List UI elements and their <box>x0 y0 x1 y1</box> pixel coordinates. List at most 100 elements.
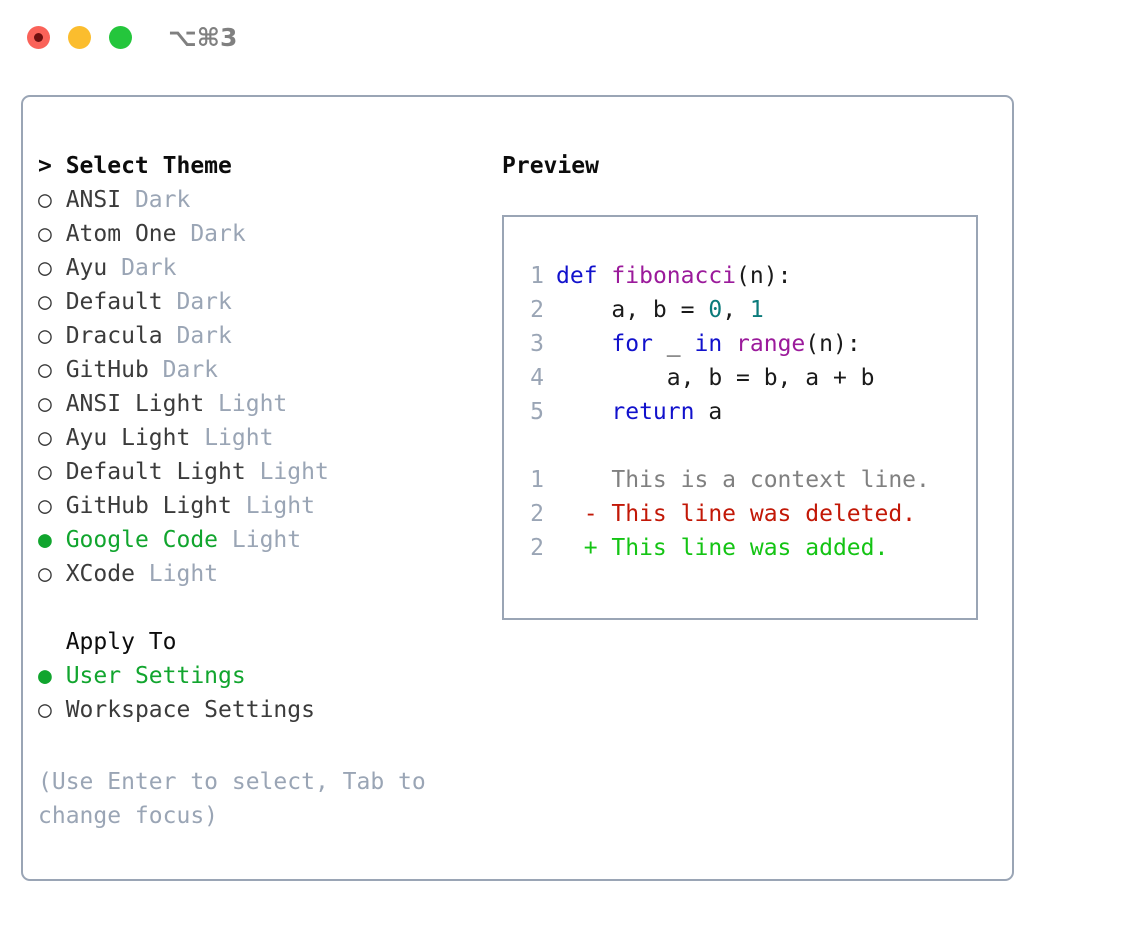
option-label: Default <box>51 289 163 315</box>
section-spacer <box>38 591 498 625</box>
theme-option-github-light[interactable]: ○ GitHub Light Light <box>38 489 498 523</box>
code-token: return <box>611 399 695 425</box>
line-number: 2 <box>530 535 544 561</box>
theme-option-ansi[interactable]: ○ ANSI Dark <box>38 183 498 217</box>
apply-option-user-settings[interactable]: ● User Settings <box>38 659 498 693</box>
close-button[interactable] <box>27 26 50 49</box>
code-token: def <box>556 263 598 289</box>
radio-unselected-icon: ○ <box>38 391 52 417</box>
theme-option-ayu-light[interactable]: ○ Ayu Light Light <box>38 421 498 455</box>
theme-option-list: ○ ANSI Dark○ Atom One Dark○ Ayu Dark○ De… <box>38 183 498 591</box>
theme-option-google-code[interactable]: ● Google Code Light <box>38 523 498 557</box>
option-kind-badge: Light <box>190 425 274 451</box>
code-diff-spacer <box>504 429 976 463</box>
theme-option-ayu[interactable]: ○ Ayu Dark <box>38 251 498 285</box>
diff-line-text: + This line was added. <box>556 535 889 561</box>
option-label: GitHub <box>51 357 149 383</box>
code-token: a <box>694 399 723 425</box>
option-label: User Settings <box>51 663 246 689</box>
apply-option-workspace-settings[interactable]: ○ Workspace Settings <box>38 693 498 727</box>
option-kind-badge: Dark <box>148 357 219 383</box>
preview-title: Preview <box>502 153 599 179</box>
radio-selected-icon: ● <box>38 527 52 553</box>
theme-option-default-light[interactable]: ○ Default Light Light <box>38 455 498 489</box>
option-label: Atom One <box>51 221 177 247</box>
radio-unselected-icon: ○ <box>38 289 52 315</box>
main-panel: > Select Theme ○ ANSI Dark○ Atom One Dar… <box>21 95 1014 881</box>
theme-option-default[interactable]: ○ Default Dark <box>38 285 498 319</box>
code-token: for <box>611 331 653 357</box>
code-token: (n): <box>805 331 861 357</box>
code-token: (n): <box>736 263 792 289</box>
theme-option-ansi-light[interactable]: ○ ANSI Light Light <box>38 387 498 421</box>
code-token: _ <box>652 331 695 357</box>
radio-unselected-icon: ○ <box>38 323 52 349</box>
code-line: 4 a, b = b, a + b <box>504 361 976 395</box>
diff-line: 1 This is a context line. <box>504 463 976 497</box>
apply-to-header: Apply To <box>38 629 177 655</box>
keyboard-hint-text: (Use Enter to select, Tab to change focu… <box>38 769 440 829</box>
line-number: 2 <box>530 501 544 527</box>
code-line: 1 def fibonacci(n): <box>504 259 976 293</box>
panel-columns: > Select Theme ○ ANSI Dark○ Atom One Dar… <box>23 97 1012 879</box>
option-label: Ayu Light <box>51 425 191 451</box>
theme-option-xcode[interactable]: ○ XCode Light <box>38 557 498 591</box>
line-number: 1 <box>530 263 544 289</box>
option-kind-badge: Dark <box>176 221 246 247</box>
code-token: in <box>694 331 723 357</box>
diff-line: 2 - This line was deleted. <box>504 497 976 531</box>
option-kind-badge: Light <box>231 493 315 519</box>
code-token: 1 <box>749 297 764 323</box>
line-number: 2 <box>530 297 544 323</box>
line-number: 1 <box>530 467 544 493</box>
traffic-light-buttons <box>27 26 132 49</box>
radio-unselected-icon: ○ <box>38 425 52 451</box>
option-kind-badge: Light <box>218 527 302 553</box>
option-kind-badge: Dark <box>121 187 191 213</box>
keyboard-shortcut-label: ⌥⌘3 <box>168 23 238 52</box>
radio-unselected-icon: ○ <box>38 357 52 383</box>
code-token: 0 <box>708 297 723 323</box>
radio-unselected-icon: ○ <box>38 221 52 247</box>
option-label: Dracula <box>51 323 163 349</box>
code-token <box>556 399 611 425</box>
diff-line-text: This is a context line. <box>556 467 930 493</box>
option-kind-badge: Dark <box>162 323 232 349</box>
code-token: fibonacci <box>611 263 737 289</box>
radio-unselected-icon: ○ <box>38 697 52 723</box>
diff-line-text: - This line was deleted. <box>556 501 917 527</box>
code-token <box>598 263 612 289</box>
code-token: a, b = b, a + b <box>556 365 875 391</box>
line-number: 5 <box>530 399 544 425</box>
diff-line: 2 + This line was added. <box>504 531 976 565</box>
theme-option-atom-one[interactable]: ○ Atom One Dark <box>38 217 498 251</box>
maximize-button[interactable] <box>109 26 132 49</box>
option-kind-badge: Dark <box>107 255 177 281</box>
radio-unselected-icon: ○ <box>38 493 52 519</box>
diff-snippet: 1 This is a context line.2 - This line w… <box>504 463 976 565</box>
theme-option-github[interactable]: ○ GitHub Dark <box>38 353 498 387</box>
minimize-button[interactable] <box>68 26 91 49</box>
option-kind-badge: Dark <box>162 289 232 315</box>
radio-unselected-icon: ○ <box>38 255 52 281</box>
code-token <box>722 331 736 357</box>
theme-picker-column: > Select Theme ○ ANSI Dark○ Atom One Dar… <box>38 149 498 727</box>
option-kind-badge: Light <box>134 561 219 587</box>
code-token: , <box>722 297 750 323</box>
theme-option-dracula[interactable]: ○ Dracula Dark <box>38 319 498 353</box>
code-line: 3 for _ in range(n): <box>504 327 976 361</box>
option-label: Workspace Settings <box>51 697 315 723</box>
line-number: 3 <box>530 331 544 357</box>
option-label: Ayu <box>51 255 108 281</box>
code-line: 5 return a <box>504 395 976 429</box>
radio-unselected-icon: ○ <box>38 459 52 485</box>
radio-selected-icon: ● <box>38 663 52 689</box>
code-token <box>556 331 611 357</box>
option-kind-badge: Light <box>245 459 329 485</box>
option-label: ANSI Light <box>51 391 205 417</box>
code-token: range <box>736 331 806 357</box>
select-theme-header: > Select Theme <box>38 153 232 179</box>
